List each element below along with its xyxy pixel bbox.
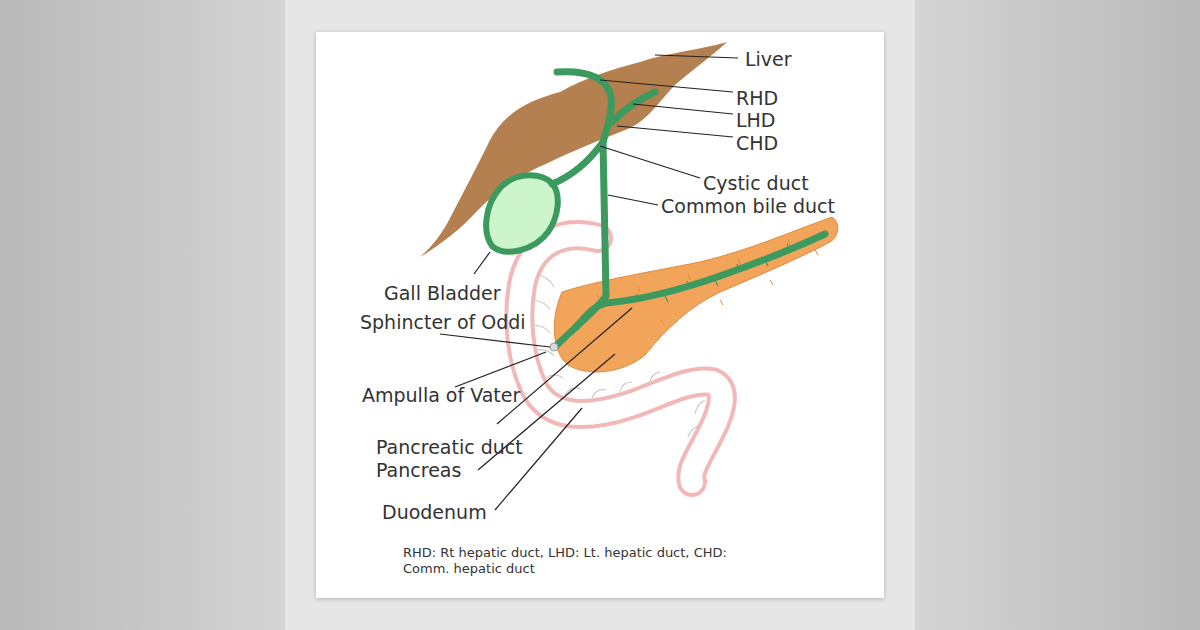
part-label: LHD bbox=[736, 109, 776, 131]
part-label: Pancreatic duct bbox=[376, 436, 523, 458]
part-label: Gall Bladder bbox=[384, 282, 501, 304]
background-right bbox=[915, 0, 1200, 630]
part-label: Pancreas bbox=[376, 459, 461, 481]
part-label: Duodenum bbox=[382, 501, 487, 523]
footnote: RHD: Rt hepatic duct, LHD: Lt. hepatic d… bbox=[403, 545, 733, 577]
part-label: Cystic duct bbox=[703, 172, 809, 194]
poster-frame bbox=[285, 0, 915, 630]
sphincter-symbol bbox=[550, 343, 558, 351]
background-left bbox=[0, 0, 285, 630]
part-label: Sphincter of Oddi bbox=[360, 311, 526, 333]
part-label: CHD bbox=[736, 132, 778, 154]
part-label: Liver bbox=[745, 48, 792, 70]
part-label: RHD bbox=[736, 87, 778, 109]
part-label: Common bile duct bbox=[661, 195, 835, 217]
duct-branches bbox=[636, 244, 790, 302]
gall-bladder-shape bbox=[486, 175, 558, 251]
pancreas-shape bbox=[554, 217, 837, 372]
part-label: Ampulla of Vater bbox=[362, 384, 520, 406]
poster-paper bbox=[316, 32, 884, 598]
